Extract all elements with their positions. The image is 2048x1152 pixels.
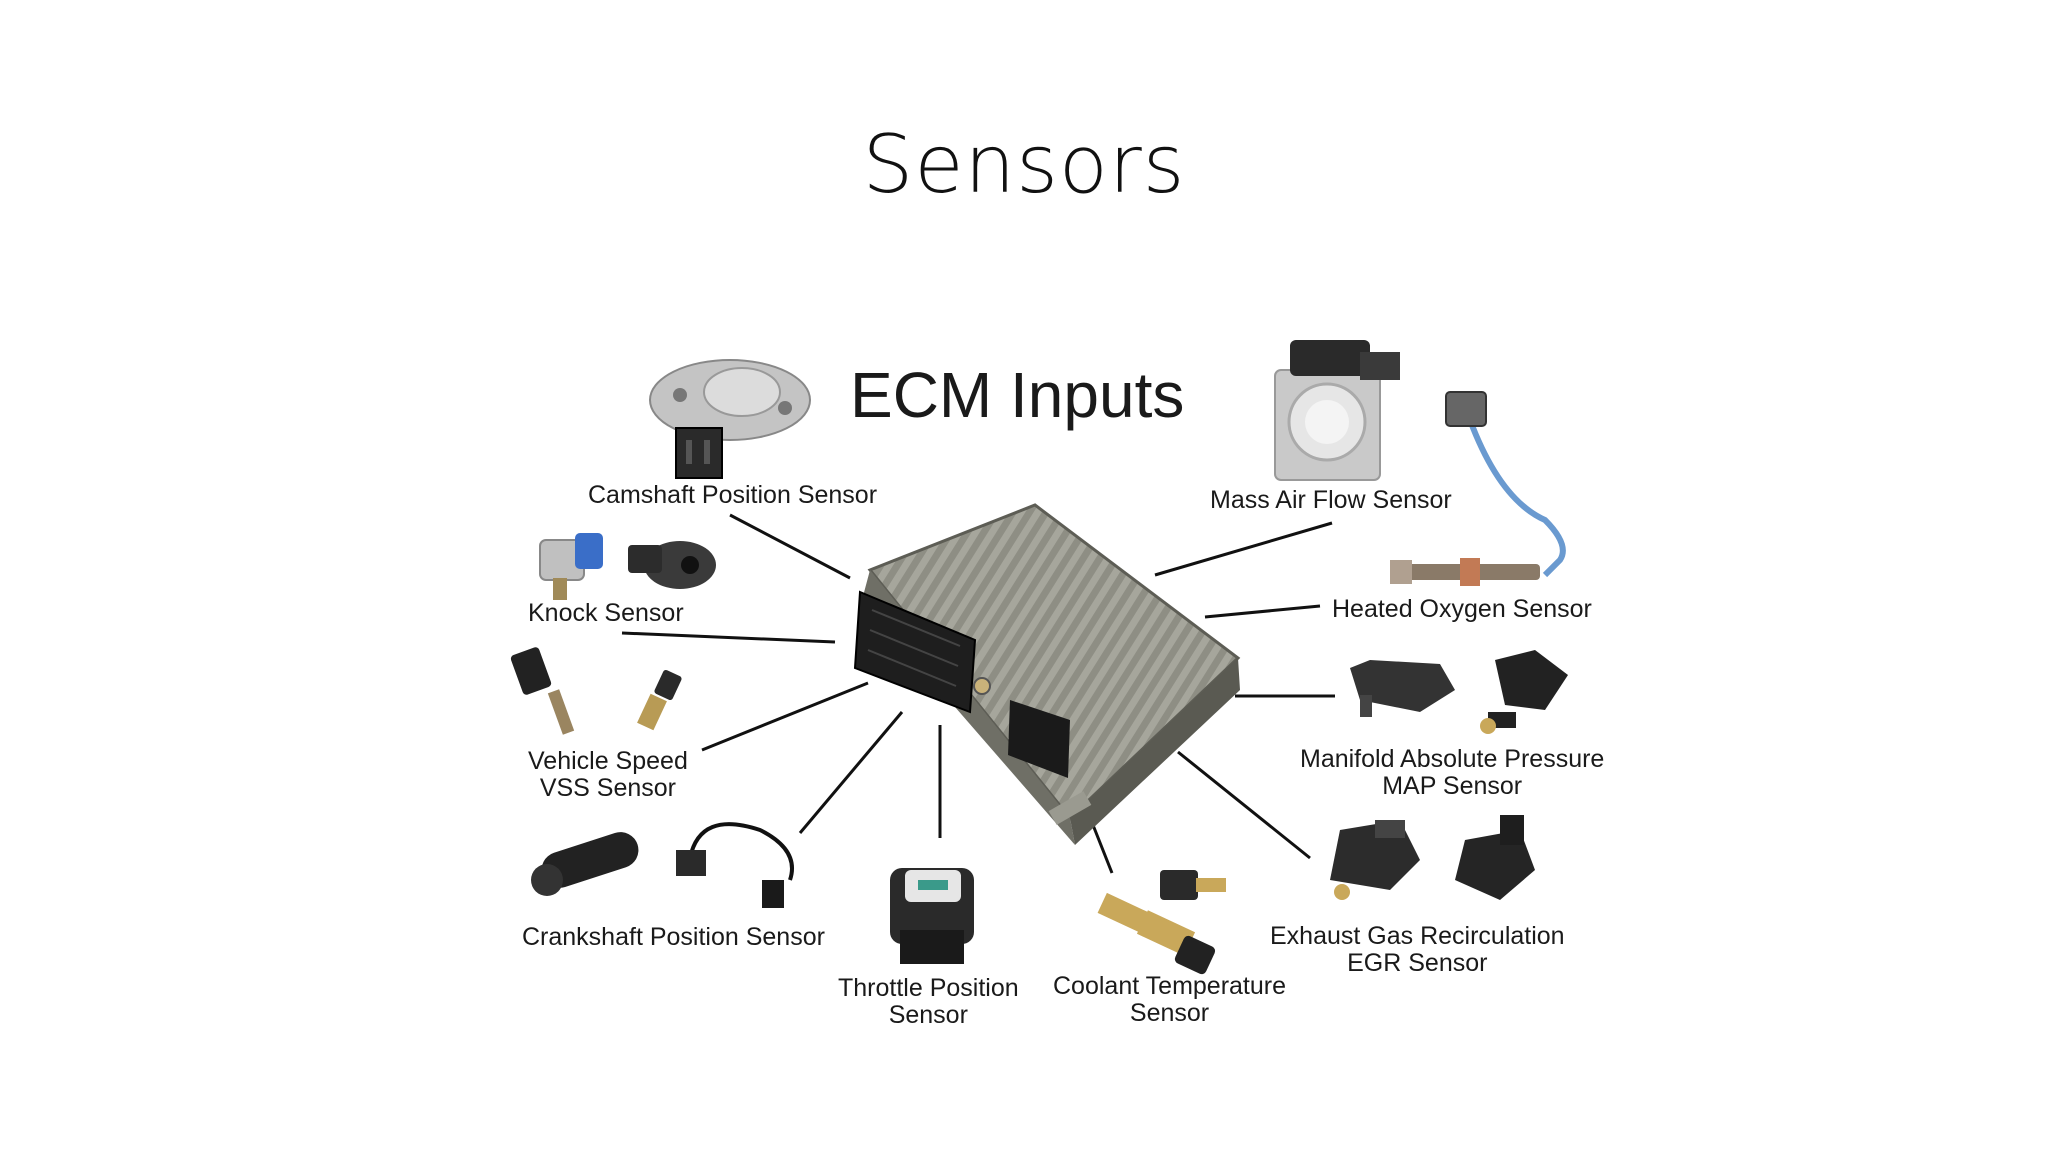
oxygen-sensor-image xyxy=(1390,391,1566,586)
label-throttle: Throttle Position Sensor xyxy=(838,974,1019,1029)
label-coolant: Coolant Temperature Sensor xyxy=(1053,972,1287,1027)
label-oxygen: Heated Oxygen Sensor xyxy=(1332,595,1592,623)
line-crankshaft xyxy=(798,711,904,834)
coolant-sensor-image xyxy=(1097,870,1226,975)
crankshaft-sensor-image xyxy=(531,822,794,908)
line-vss xyxy=(701,681,869,752)
knock-sensor-image xyxy=(539,533,716,600)
camshaft-sensor-image xyxy=(649,359,811,479)
throttle-sensor-image xyxy=(890,868,974,964)
line-oxygen xyxy=(1204,604,1321,619)
slide-title: Sensors xyxy=(862,118,1186,211)
maf-sensor-image xyxy=(1274,340,1400,481)
egr-sensor-image xyxy=(1330,815,1535,900)
line-egr xyxy=(1177,750,1311,860)
diagram-heading: ECM Inputs xyxy=(850,359,1185,431)
ecm-module xyxy=(853,503,1241,845)
vss-sensor-image xyxy=(510,647,682,735)
line-camshaft xyxy=(729,513,851,580)
label-crankshaft: Crankshaft Position Sensor xyxy=(522,923,825,951)
label-maf: Mass Air Flow Sensor xyxy=(1210,486,1452,514)
label-camshaft: Camshaft Position Sensor xyxy=(588,481,878,509)
line-maf xyxy=(1154,521,1333,577)
label-knock: Knock Sensor xyxy=(528,599,684,627)
label-map: Manifold Absolute Pressure MAP Sensor xyxy=(1300,745,1605,800)
line-coolant xyxy=(1091,824,1114,874)
label-vss: Vehicle Speed VSS Sensor xyxy=(528,747,688,802)
connector-lines xyxy=(621,513,1335,874)
map-sensor-image xyxy=(1350,650,1568,734)
label-egr: Exhaust Gas Recirculation EGR Sensor xyxy=(1270,922,1565,977)
line-knock xyxy=(621,631,836,644)
